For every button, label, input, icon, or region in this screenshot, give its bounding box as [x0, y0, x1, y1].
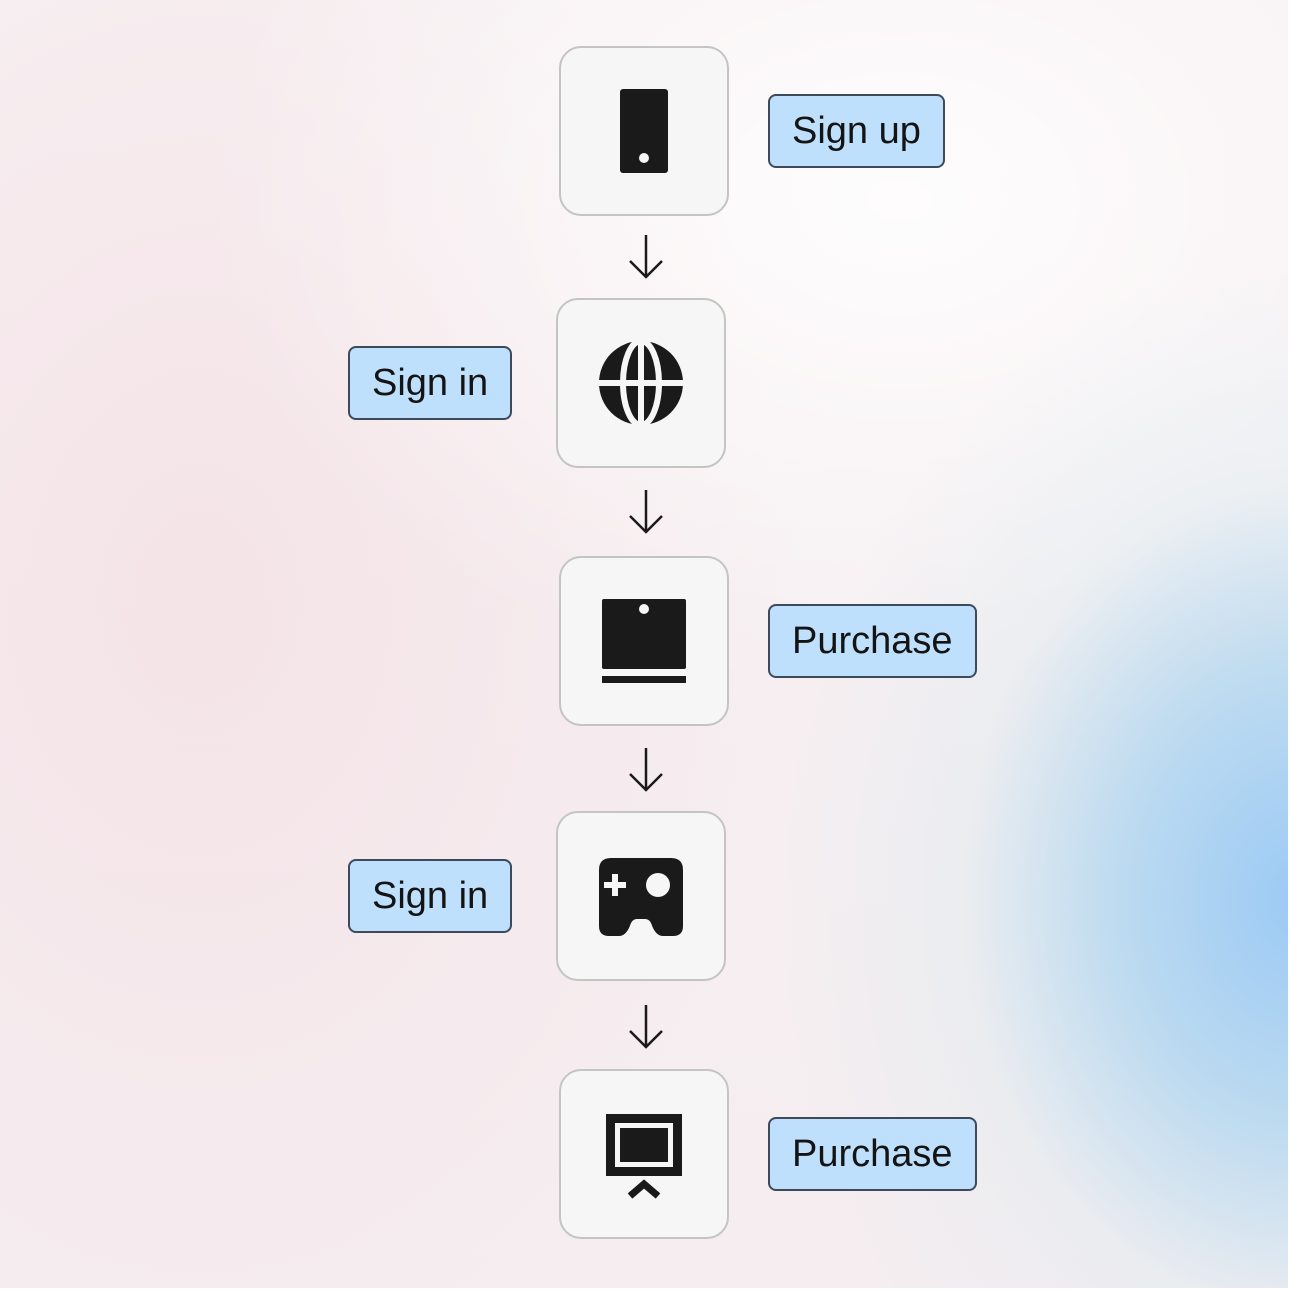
- gamepad-icon: [599, 858, 683, 936]
- arrow-down-icon: [629, 1005, 663, 1049]
- tv-icon: [606, 1114, 682, 1199]
- bottom-edge: [0, 1288, 1290, 1290]
- arrow-down-icon: [629, 235, 663, 279]
- arrow-down-icon: [629, 490, 663, 534]
- phone-icon: [620, 89, 668, 173]
- step-label-signin[interactable]: Sign in: [348, 859, 513, 933]
- step-node-globe: [556, 298, 726, 468]
- step-node-laptop: [559, 556, 729, 726]
- arrow-down-icon: [629, 748, 663, 792]
- step-label-purchase[interactable]: Purchase: [768, 1117, 977, 1191]
- step-label-purchase[interactable]: Purchase: [768, 604, 977, 678]
- globe-icon: [597, 338, 685, 428]
- step-node-tv: [559, 1069, 729, 1239]
- laptop-icon: [602, 599, 686, 683]
- step-label-signin[interactable]: Sign in: [348, 346, 513, 420]
- step-node-gamepad: [556, 811, 726, 981]
- right-edge: [1288, 0, 1290, 1290]
- step-label-signup[interactable]: Sign up: [768, 94, 945, 168]
- step-node-phone: [559, 46, 729, 216]
